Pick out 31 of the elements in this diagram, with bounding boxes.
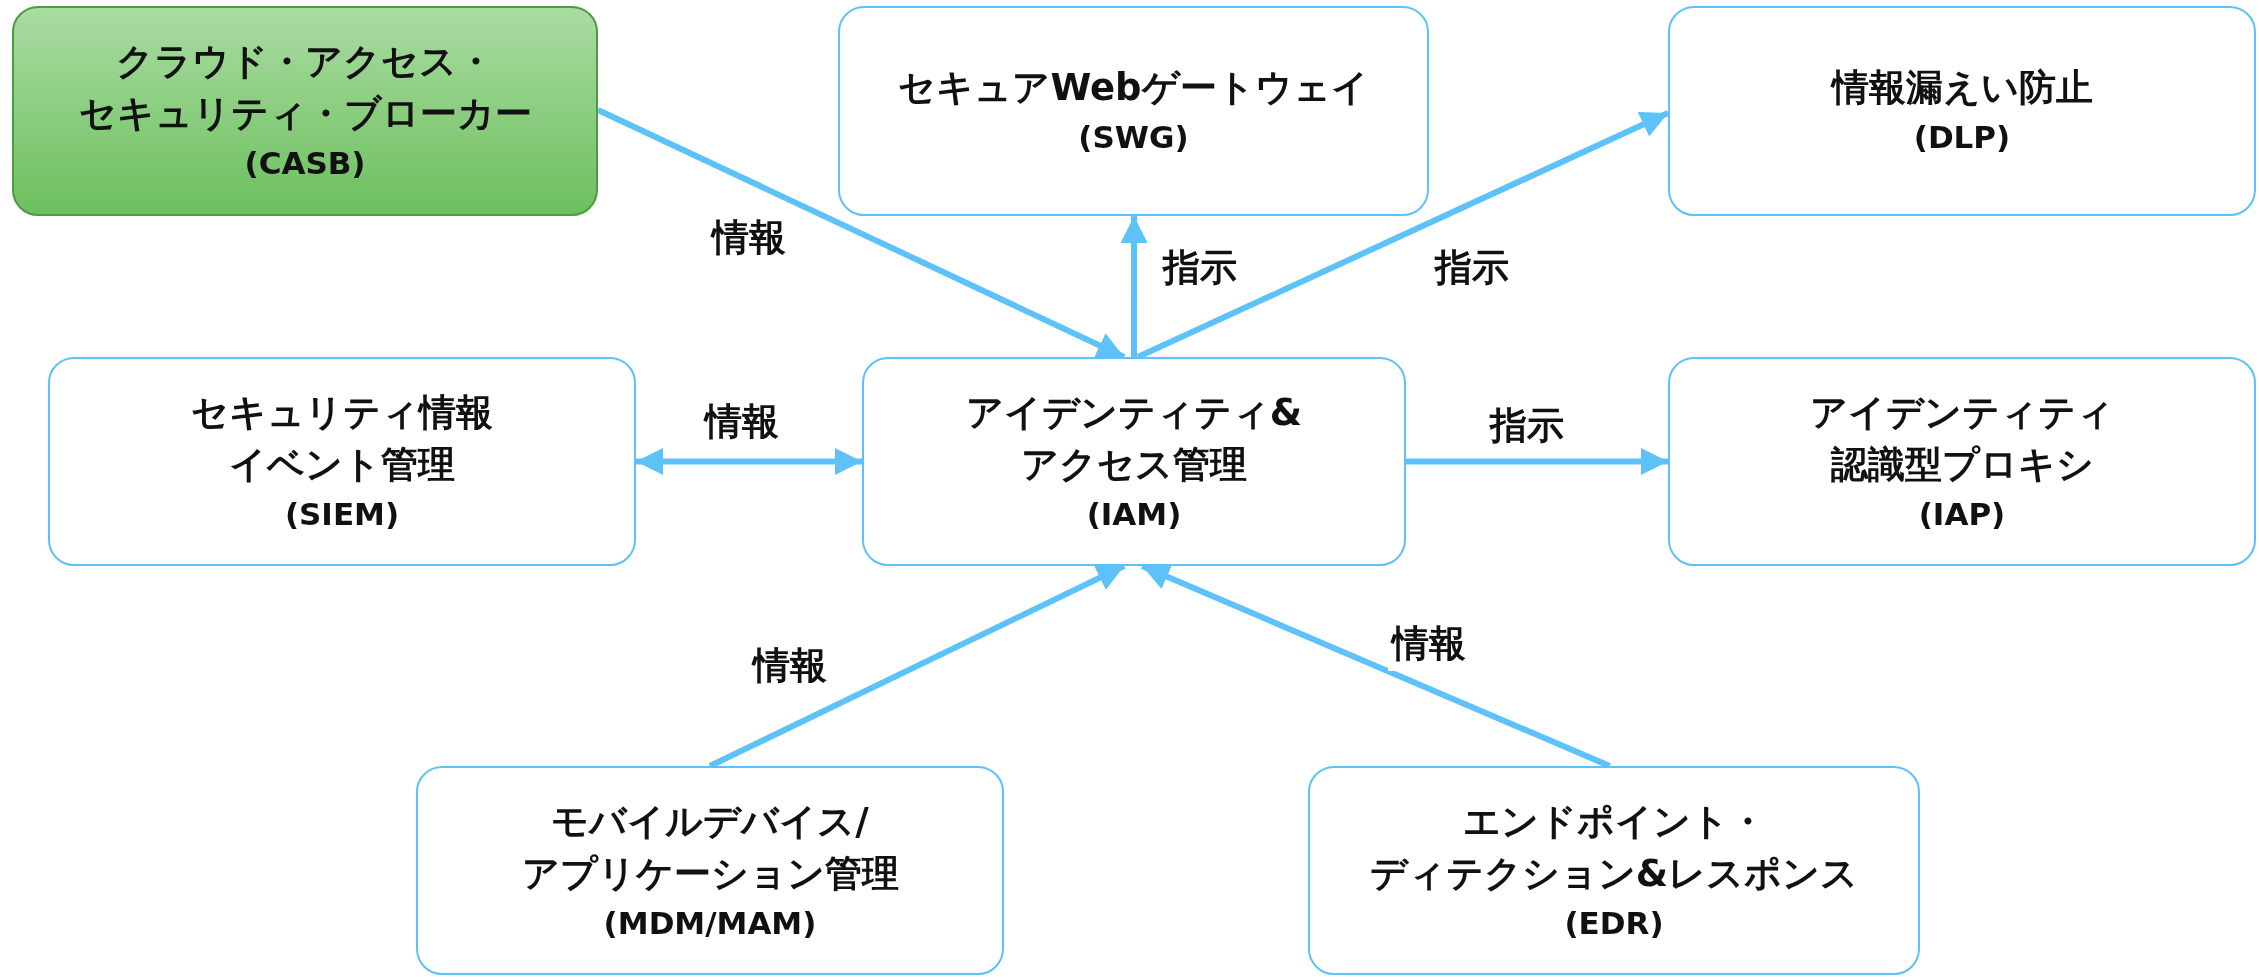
arrow (1140, 563, 1611, 769)
arrow (1120, 216, 1148, 357)
process-box (48, 357, 636, 566)
abbreviation: (SIEM) (284, 494, 400, 534)
process-box (416, 766, 1004, 975)
box-title: クラウド・アクセス・セキュリティ・ブローカー (78, 39, 532, 137)
process-box (862, 357, 1406, 566)
abbreviation: (IAM) (1086, 494, 1182, 534)
arrow (708, 563, 1126, 769)
box-title: エンドポイント・ディテクション&レスポンス (1369, 798, 1859, 897)
arrow (1136, 110, 1670, 360)
process-box (12, 6, 598, 216)
box-title: セキュリティ情報イベント管理 (191, 389, 493, 488)
abbreviation: (MDM/MAM) (603, 903, 817, 943)
arrow (1406, 448, 1668, 475)
arrow (596, 107, 1126, 360)
box-title: アイデンティティ認識型プロキシ (1810, 389, 2114, 488)
box-title: セキュアWebゲートウェイ (898, 65, 1369, 111)
process-box (1308, 766, 1920, 975)
box-title: 情報漏えい防止 (1831, 65, 2093, 111)
process-box (838, 6, 1429, 216)
box-title: アイデンティティ&アクセス管理 (965, 389, 1303, 488)
abbreviation: (SWG) (1078, 118, 1189, 157)
process-box (1668, 6, 2256, 216)
abbreviation: (IAP) (1918, 494, 2006, 534)
abbreviation: (CASB) (244, 144, 366, 183)
arrow (636, 448, 862, 475)
box-title: モバイルデバイス/アプリケーション管理 (521, 798, 899, 897)
abbreviation: (EDR) (1564, 903, 1664, 943)
abbreviation: (DLP) (1913, 118, 2011, 157)
process-box (1668, 357, 2256, 566)
